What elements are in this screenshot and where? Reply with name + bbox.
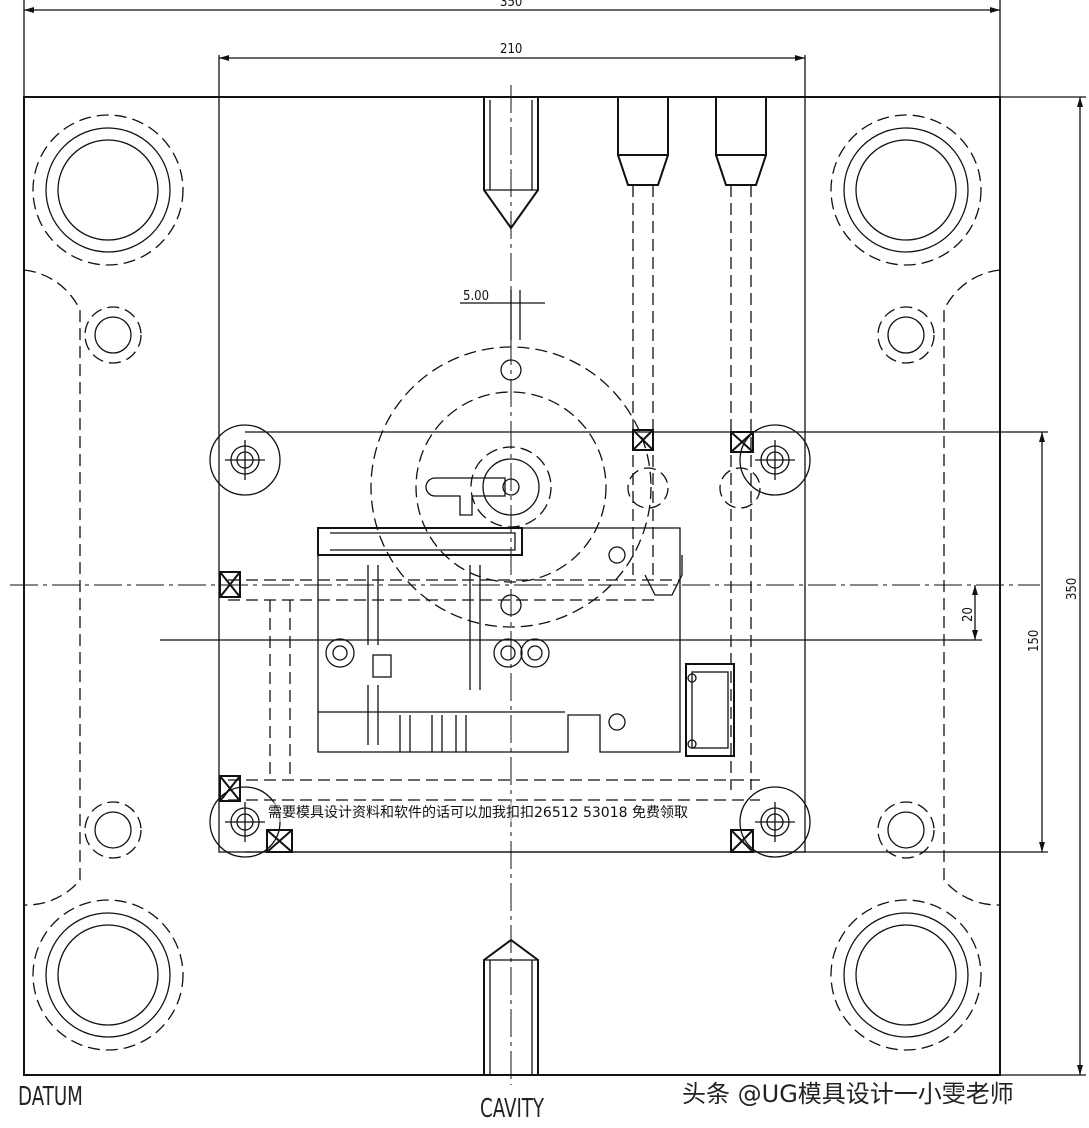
dimension-gate-offset: 5.00 (460, 289, 545, 340)
cavity-label: CAVITY (480, 1094, 545, 1124)
svg-text:20: 20 (961, 607, 976, 622)
dimension-offset: 20 (160, 585, 982, 641)
top-screw (483, 97, 539, 230)
watermark-note: 需要模具设计资料和软件的话可以加我扣扣26512 53018 免费领取 (268, 802, 688, 822)
svg-text:350: 350 (500, 0, 522, 10)
dimension-overall-height: 350 (1000, 96, 1086, 1076)
svg-text:350: 350 (1065, 578, 1080, 600)
support-pins (84, 306, 935, 859)
bottom-screw (483, 938, 539, 1075)
dimension-pin-spacing: 150 (245, 431, 1048, 853)
dimension-overall-width: 350 (24, 0, 1000, 13)
datum-label: DATUM (18, 1082, 83, 1112)
guide-bushings (32, 114, 982, 1051)
svg-text:5.00: 5.00 (463, 289, 489, 304)
author-credit: 头条 @UG模具设计一小雯老师 (682, 1080, 1014, 1108)
dimension-insert-width: 210 (219, 42, 805, 61)
return-pins (209, 424, 811, 858)
mold-plate-outline (23, 96, 1001, 1076)
part-outline (317, 527, 735, 757)
svg-text:150: 150 (1027, 630, 1042, 652)
cooling-channels (219, 97, 767, 853)
insert-outline (218, 96, 806, 853)
svg-text:210: 210 (500, 42, 522, 57)
